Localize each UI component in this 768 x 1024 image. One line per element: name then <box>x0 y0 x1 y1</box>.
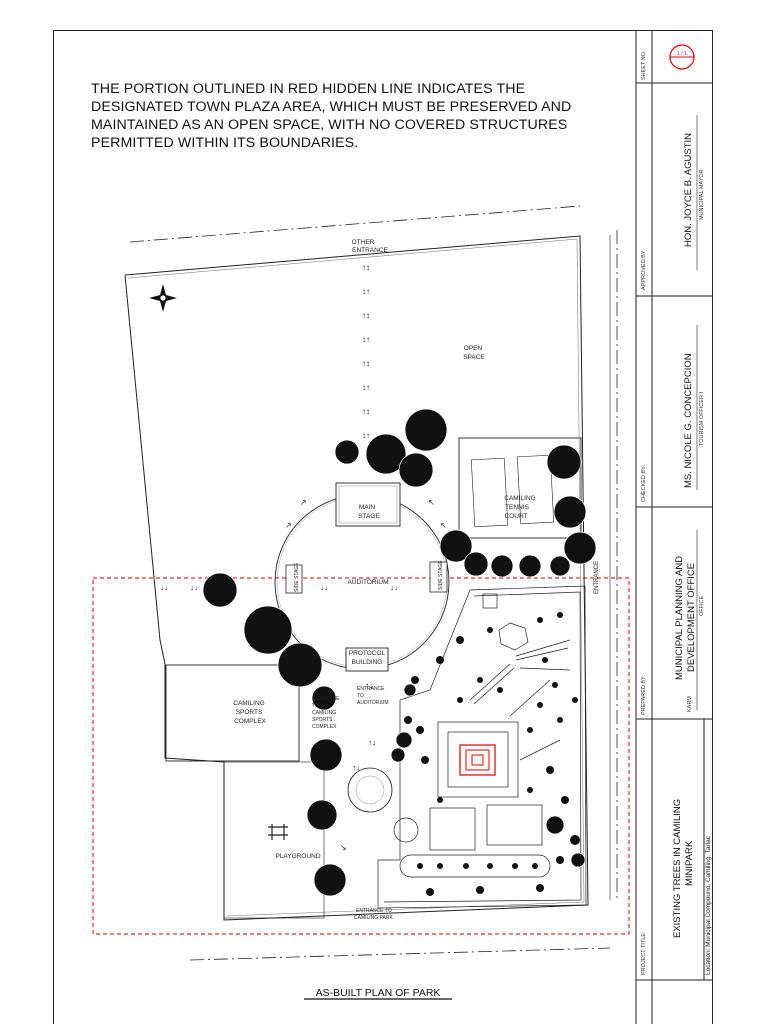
svg-text:↑↓: ↑↓ <box>365 681 373 690</box>
label-entrance-sports-1: ENTRANCE <box>312 696 340 702</box>
svg-text:↑↓: ↑↓ <box>352 763 360 772</box>
label-entrance-aud-2: TO <box>357 693 364 699</box>
drawing-sheet-border <box>53 30 713 1024</box>
town-plaza-boundary <box>92 577 630 935</box>
svg-text:↓↓: ↓↓ <box>160 583 168 592</box>
note-line-2: DESIGNATED TOWN PLAZA AREA, WHICH MUST B… <box>91 99 572 115</box>
svg-text:↕↑: ↕↑ <box>362 287 370 296</box>
label-main-stage-1: MAIN <box>359 504 376 511</box>
label-other-entrance-2: ENTRANCE <box>352 247 388 254</box>
side-stage-right <box>429 561 448 593</box>
approved-label: APPROVED BY: <box>641 249 647 290</box>
walkway-arrows: ↑↕ ↕↑ ↑↕ ↕↑ ↑↕ ↕↑ ↑↕ ↕↑ ↗ ↗ ↖ ↖ ↓↓ ↓↓ ↓↓ ↓↓ ↑↓ ↑↓… <box>160 263 447 852</box>
label-entrance-aud-3: AUDITORIUM <box>357 700 389 706</box>
sheet-no-label: SHEET NO. <box>641 50 647 80</box>
checked-role: TOURISM OFFICER I <box>699 392 705 446</box>
sheet-badge-icon: 1 / 1 <box>669 44 695 70</box>
label-sports-1: CAMILING <box>233 700 264 707</box>
svg-text:↕↑: ↕↑ <box>362 383 370 392</box>
label-tennis-1: CAMILING <box>504 495 535 502</box>
prepared-label: PREPARED BY: <box>641 675 647 715</box>
svg-text:↓↓: ↓↓ <box>320 583 328 592</box>
project-label: PROJECT TITLE: <box>641 931 647 975</box>
prepared-side: KARM <box>687 696 693 712</box>
svg-text:↕↑: ↕↑ <box>362 431 370 440</box>
label-entrance-sports-2: TO <box>312 703 319 709</box>
label-protocol-2: BUILDING <box>352 659 383 666</box>
checked-name: MS. NICOLE G. CONCEPCION <box>683 353 694 488</box>
side-stage-left <box>285 564 303 594</box>
svg-text:↖: ↖ <box>428 498 435 507</box>
prepared-name-2: DEVELOPMENT OFFICE <box>686 562 697 672</box>
note-line-3: MAINTAINED AS AN OPEN SPACE, WITH NO COV… <box>91 117 568 133</box>
svg-text:↖: ↖ <box>440 521 447 530</box>
svg-text:↓↓: ↓↓ <box>390 583 398 592</box>
label-tennis-2: TENNIS <box>505 504 530 511</box>
main-stage <box>335 482 401 527</box>
project-location: Location: Municipal Compound, Camiling, … <box>705 836 712 975</box>
prepared-role: OFFICE <box>699 595 705 616</box>
svg-text:↘: ↘ <box>340 843 347 852</box>
park-outline-inner <box>127 238 585 917</box>
project-name-1: EXISTING TREES IN CAMILING <box>672 798 683 938</box>
label-entrance-aud-1: ENTRANCE <box>357 686 385 692</box>
note-line-1: THE PORTION OUTLINED IN RED HIDDEN LINE … <box>91 81 526 97</box>
existing-trees <box>202 408 597 897</box>
label-entrance-right: ENTRANCE <box>594 561 600 594</box>
minipark-garden <box>377 585 587 909</box>
label-side-stage-left: SIDE STAGE <box>294 562 300 592</box>
roundabout <box>347 767 393 813</box>
prepared-name-1: MUNICIPAL PLANNING AND <box>674 555 685 680</box>
note-line-4: PERMITTED WITHIN ITS BOUNDARIES. <box>91 135 359 151</box>
plan-title: AS-BUILT PLAN OF PARK <box>316 987 441 999</box>
sports-complex <box>165 664 300 762</box>
label-side-stage-right: SIDE STAGE <box>438 560 444 590</box>
tennis-court-area <box>458 437 582 539</box>
tennis-court-1 <box>470 457 509 528</box>
plaza-note: THE PORTION OUTLINED IN RED HIDDEN LINE … <box>91 80 631 152</box>
svg-text:↑↕: ↑↕ <box>362 311 370 320</box>
label-other-entrance-1: OTHER <box>352 239 375 246</box>
approved-name: HON. JOYCE B. AGUSTIN <box>683 132 694 247</box>
label-tennis-3: COURT <box>505 513 528 520</box>
svg-text:↑↕: ↑↕ <box>362 407 370 416</box>
playground-equipment-icon <box>268 824 288 840</box>
svg-text:↗: ↗ <box>285 521 292 530</box>
playground-area <box>223 761 325 919</box>
project-name-2: MINIPARK <box>684 840 695 886</box>
svg-text:↑↕: ↑↕ <box>362 263 370 272</box>
label-auditorium: AUDITORIUM <box>347 579 388 586</box>
svg-text:↕↑: ↕↑ <box>362 335 370 344</box>
plaza-marker <box>459 744 496 776</box>
label-protocol-1: PROTOCOL <box>349 650 386 657</box>
label-entrance-sports-3: CAMILING <box>312 710 336 716</box>
svg-text:↑↓: ↑↓ <box>368 738 376 747</box>
approved-role: MUNICIPAL MAYOR <box>699 169 705 220</box>
checked-label: CHECKED BY: <box>641 465 647 502</box>
protocol-building <box>345 647 389 672</box>
label-entrance-sports-5: COMPLEX <box>312 724 337 730</box>
label-main-stage-2: STAGE <box>358 513 380 520</box>
label-entrance-sports-4: SPORTS <box>312 717 333 723</box>
svg-text:↗: ↗ <box>300 498 307 507</box>
label-playground: PLAYGROUND <box>275 853 320 860</box>
label-entrance-park-2: CAMILING PARK <box>354 915 393 921</box>
outer-boundary-bottom <box>189 947 611 961</box>
label-entrance-park-1: ENTRANCE TO <box>356 908 392 914</box>
label-open-space-2: SPACE <box>463 354 485 361</box>
north-arrow-icon <box>149 284 177 312</box>
title-block <box>635 30 713 1024</box>
garden-shrubs <box>404 612 580 896</box>
svg-text:↑↕: ↑↕ <box>362 359 370 368</box>
svg-text:↓↓: ↓↓ <box>190 583 198 592</box>
label-sports-3: COMPLEX <box>234 718 266 725</box>
label-open-space-1: OPEN <box>464 345 483 352</box>
sheet-no-value: 1 / 1 <box>677 51 687 57</box>
label-sports-2: SPORTS <box>236 709 263 716</box>
outer-boundary-top <box>129 205 581 243</box>
tennis-court-2 <box>516 454 555 525</box>
